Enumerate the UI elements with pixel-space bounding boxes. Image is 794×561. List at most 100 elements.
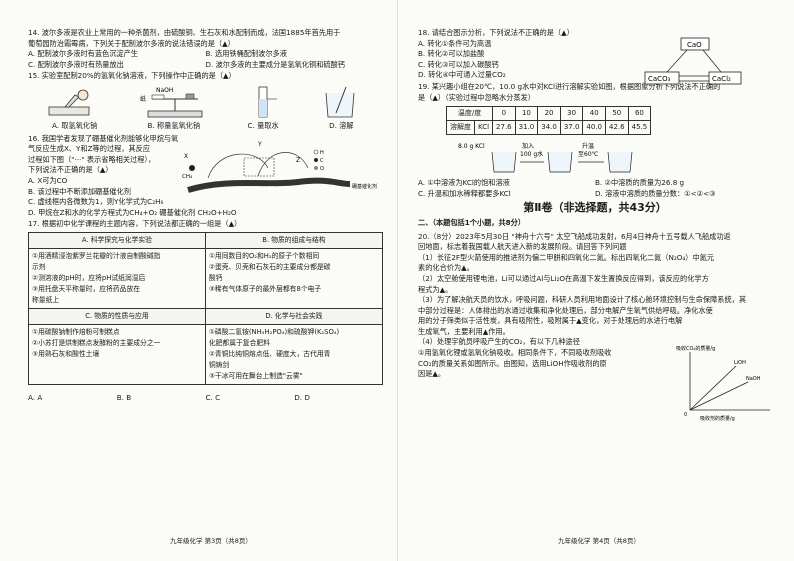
b2o3-label: B₂O₃ [213, 188, 224, 194]
q17-d-line: ①磷酸二氢铵(NH₄H₂PO₄)和硫酸钾(K₂SO₄) [208, 327, 340, 336]
q17-b-line: 酸钙 [208, 273, 223, 282]
cylinder-illustration [258, 86, 278, 118]
dissolution-process-diagram: 8.0 g KCl 加入 100 g水 升温 至60℃ [458, 142, 633, 173]
q17-d-line: 化肥都属于复合肥料 [208, 338, 270, 347]
q17-option-c: C. C [205, 392, 221, 402]
q20-line: （4）处理宇航员呼吸产生的CO₂，有以下几种途径 [418, 337, 580, 347]
left-footer: 九年级化学 第3页（共8页） [170, 537, 252, 546]
right-page: 18. 请结合图示分析，下列说法不正确的是（▲） A. 转化①条件可为高温 B.… [397, 0, 794, 561]
q20-line: 20.（8分）2023年5月30日 "神舟十六号" 太空飞船成功发射，6月4日神… [418, 231, 731, 241]
q17-option-d: D. D [294, 392, 310, 402]
naoh-label: NaOH [156, 87, 173, 94]
paper-label: 纸 [140, 95, 146, 103]
q14-stem2: 葡萄园防治霜霉病，下列关于配制波尔多液的说法错误的是（▲） [28, 38, 235, 48]
sol-cell: 45.5 [627, 120, 652, 136]
q19-option-b: B. ②中溶质的质量为26.8 g [595, 178, 685, 188]
heat-temp-label: 至60℃ [578, 151, 599, 158]
q20-line: （3）为了解决航天员的饮水，呼吸问题，科研人员利用地面设计了核心舱环境控制与生命… [418, 295, 747, 305]
q17-c-line: ③用熟石灰和酸性土壤 [32, 349, 100, 358]
q15-figures: A. 取氢氧化钠 NaOH 纸 B. 称量氢氧化钠 [28, 85, 383, 132]
q16-option-b: B. 该过程中不断添加硼基催化剂 [28, 186, 131, 196]
sol-cell: 40.0 [582, 120, 607, 136]
q17-d-line: ②青铜比纯铜熔点低、硬度大，古代用青 [208, 349, 331, 358]
beaker-illustration [325, 86, 355, 118]
q17-cell-a: ①用酒精浸泡紫罗兰花瓣的汁液自制酸碱指 示剂 ②测溶液的pH时，应将pH试纸润湿… [28, 247, 206, 309]
q20-line: 素的化合价为▲。 [418, 263, 474, 273]
y-label: Y [257, 141, 262, 148]
temp-cell: 0 [492, 106, 516, 122]
q15-option-c: C. 量取水 [247, 120, 279, 130]
q17-a-line: ①用酒精浸泡紫罗兰花瓣的汁液自制酸碱指 [32, 251, 161, 260]
q17-b-line: ①用同数目的O₂和H₂的原子个数相同 [208, 251, 320, 260]
q19-stem-2: 是（▲）（实验过程中忽略水分蒸发） [418, 92, 535, 102]
q19-option-c: C. 升温和加水稀释都要多KCl [418, 188, 511, 198]
sol-cell: 31.0 [514, 120, 539, 136]
z-label: Z [296, 157, 300, 164]
temp-cell: 60 [627, 106, 652, 122]
bn-label: BN [268, 186, 275, 192]
q17-c-line: ①用碳酸钠制作焙粉可制糕点 [32, 327, 120, 336]
part-2-title: 第Ⅱ卷（非选择题，共43分） [523, 201, 667, 215]
sol-cell: 34.0 [537, 120, 561, 136]
q16-option-d: D. 甲烷在Z和水的化学方程式为CH₄+O₂ 硼基催化剂 CH₂O+H₂O [28, 207, 237, 217]
question-17: 17. 根据初中化学课程的主题内容，下列说法都正确的一组是（▲） A. 科学探究… [28, 219, 384, 403]
balance-illustration: NaOH 纸 [140, 87, 203, 118]
q19-option-a: A. ①中溶液为KCl的饱和溶液 [418, 178, 510, 188]
q16-stem-2: 气反应生成X、Y和Z等的过程，其反应 [28, 144, 151, 154]
q16-option-a: A. X可为CO [28, 175, 68, 185]
q20-line: CO₂的质量关系如图所示。由图知，选用LiOH作吸收剂的原 [418, 358, 607, 368]
question-15: 15. 实验室配制20%的氢氧化钠溶液，下列操作中正确的是（▲） A. 取氢氧化… [28, 71, 383, 131]
q17-table: A. 科学探究与化学实验 B. 物质的组成与结构 ①用酒精浸泡紫罗兰花瓣的汁液自… [28, 231, 384, 385]
q15-stem: 15. 实验室配制20%的氢氧化钠溶液，下列操作中正确的是（▲） [28, 71, 236, 81]
q17-header-c: C. 物质的性质与应用 [28, 307, 206, 325]
question-19: 19. 某兴趣小组在20℃，10.0 g水中对KCl进行溶解实验如图，根据图象分… [418, 82, 772, 199]
question-20: 20.（8分）2023年5月30日 "神舟十六号" 太空飞船成功发射，6月4日神… [418, 231, 772, 422]
q20-line: 因是▲。 [418, 369, 446, 379]
q19-option-d: D. 溶液中溶质的质量分数：①<②<③ [595, 188, 716, 198]
graph-x-label: 吸收剂的质量/g [700, 415, 735, 422]
q17-stem: 17. 根据初中化学课程的主题内容，下列说法都正确的一组是（▲） [28, 219, 242, 229]
kcl-header: KCl [473, 120, 494, 136]
q20-line: 中部分过程是：人体排出的水通过收集和净化处理后，部分电解产生氧气供给呼吸。净化水… [418, 305, 713, 315]
q17-b-line: ②蛋壳、贝壳和石灰石的主要成分都是碳 [208, 262, 331, 271]
q15-fig-d: D. 溶解 [316, 85, 366, 132]
q14-option-d: D. 波尔多液的主要成分是氢氧化铜和硫酸钙 [205, 59, 345, 69]
catalyst-diagram: B₂O₃ BN X Y Z CH₄ H C O 硼基催化剂 [182, 141, 377, 194]
q17-d-line: 铜铸剑 [208, 360, 230, 369]
q17-a-line: 称量纸上 [32, 295, 60, 304]
q15-option-a: A. 取氢氧化钠 [51, 120, 98, 130]
calcium-conversion-diagram: CaO CaCO₃ CaCl₂ [644, 37, 742, 85]
ch4-label: CH₄ [182, 174, 193, 180]
temp-cell: 50 [605, 106, 629, 122]
q14-option-b: B. 选用铁桶配制波尔多液 [205, 49, 287, 59]
q17-header-b: B. 物质的组成与结构 [204, 231, 384, 249]
temp-cell: 40 [582, 106, 607, 122]
temp-cell: 30 [559, 106, 584, 122]
kcl-mass-label: 8.0 g KCl [458, 143, 485, 150]
o-legend: O [320, 166, 324, 172]
q17-option-b: B. B [116, 392, 132, 402]
q20-line: （2）太空舱使用锂电池，Li可以通过Al与Li₂O在高温下发生置换反应得到，该反… [418, 273, 709, 283]
h-legend: H [320, 150, 324, 156]
x-label: X [184, 153, 188, 160]
left-page: 14. 波尔多液是农业上常用的一种杀菌剂，由硫酸铜、生石灰和水配制而成，法国18… [28, 28, 384, 546]
q20-line: ①用氢氧化锂或氢氧化钠吸收。相同条件下，不同吸收剂吸收 [418, 348, 612, 358]
sol-cell: 42.6 [605, 120, 629, 136]
q16-option-c: C. 虚线框内各微数为1，则Y化学式为C₂H₆ [28, 197, 164, 207]
temp-header: 温度/度 [445, 106, 494, 122]
caco3-box: CaCO₃ [648, 75, 671, 83]
sol-cell: 37.0 [559, 120, 584, 136]
q15-option-d: D. 溶解 [329, 120, 354, 130]
solubility-table: 温度/度 0 10 20 30 40 50 60 溶解度 KCl 27.6 31… [445, 106, 652, 136]
q20-line: 程式为▲。 [418, 284, 453, 294]
absorption-graph: 吸收CO₂的质量/g 吸收剂的质量/g 0 LiOH NaOH [676, 345, 770, 422]
q17-a-line: 示剂 [32, 262, 46, 271]
q18-option-a: A. 转化①条件可为高温 [418, 38, 492, 48]
heat-label: 升温 [582, 142, 594, 150]
q14-option-a: A. 配制波尔多液时有蓝色沉淀产生 [28, 49, 138, 59]
temp-cell: 20 [537, 106, 561, 122]
q15-option-b: B. 称量氢氧化钠 [147, 120, 201, 130]
c-legend: C [320, 158, 324, 164]
q17-cell-b: ①用同数目的O₂和H₂的原子个数相同 ②蛋壳、贝壳和石灰石的主要成分都是碳 酸钙… [204, 247, 384, 309]
q14-stem: 14. 波尔多液是农业上常用的一种杀菌剂，由硫酸铜、生石灰和水配制而成，法国18… [28, 28, 341, 37]
